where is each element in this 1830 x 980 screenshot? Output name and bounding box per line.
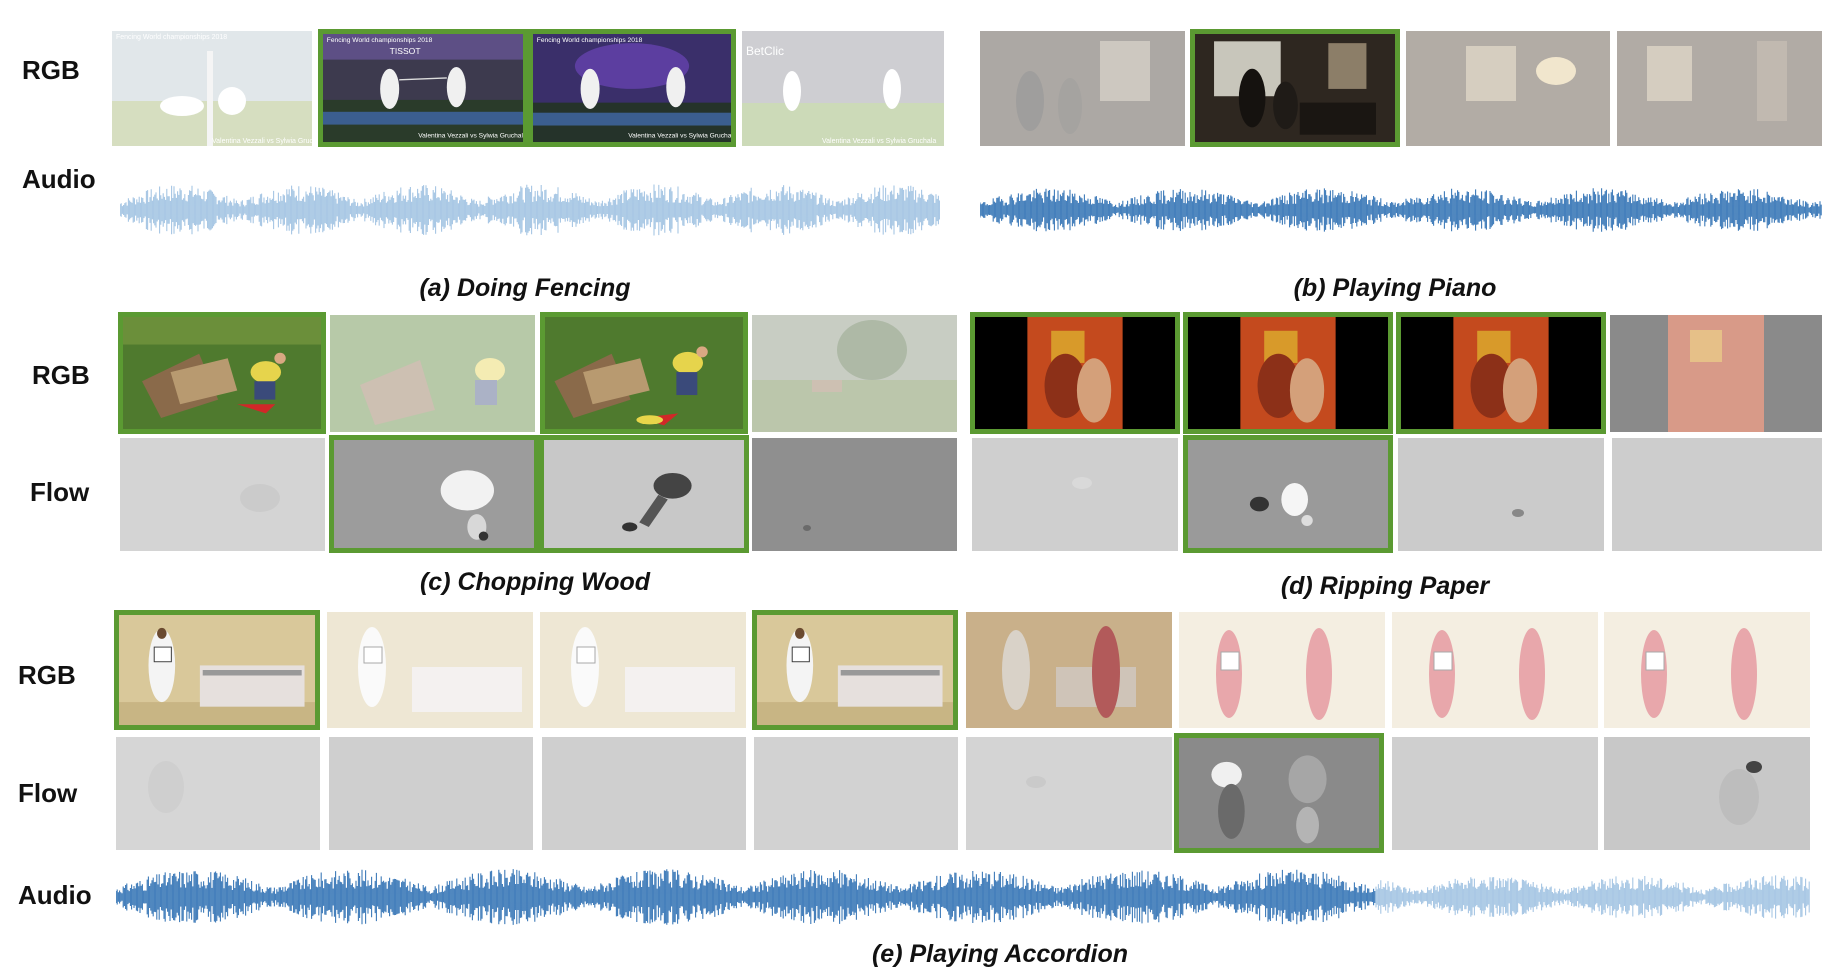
accordion-flow-frame-3 (542, 737, 746, 850)
accordion-rgb-frame-5 (966, 612, 1172, 728)
caption-b: (b) Playing Piano (1293, 274, 1497, 302)
caption-d: (d) Ripping Paper (1280, 572, 1490, 600)
accordion-rgb-frame-7 (1392, 612, 1598, 728)
paper-flow-frame-3 (1398, 438, 1604, 551)
fencing-footer-text: Valentina Vezzali vs Sylwia Gruchala (822, 138, 936, 145)
fencing-header-text: Fencing World championships 2018 (327, 37, 433, 44)
row-label-audio-a: Audio (22, 164, 96, 194)
fencing-frame-4: BetClic Valentina Vezzali vs Sylwia Gruc… (742, 31, 944, 146)
fencing-footer-text: Valentina Vezzali vs Sylwia Gruchala (418, 133, 523, 140)
paper-rgb-frame-3 (1396, 312, 1606, 434)
wood-rgb-frame-3 (540, 312, 748, 434)
piano-frame-1 (980, 31, 1185, 146)
fencing-footer-text: Valentina Vezzali vs Sylwia Gruchala (628, 133, 731, 140)
accordion-flow-frame-7 (1392, 737, 1598, 850)
fencing-header-text: Fencing World championships 2018 (537, 37, 643, 44)
accordion-rgb-frame-6 (1179, 612, 1385, 728)
row-label-rgb-e: RGB (18, 660, 76, 690)
paper-rgb-frame-1 (970, 312, 1180, 434)
fencing-frame-1: Fencing World championships 2018 Valenti… (112, 31, 312, 146)
accordion-rgb-frame-4 (752, 610, 958, 730)
wood-rgb-frame-4 (752, 315, 957, 432)
wood-flow-frame-4 (752, 438, 957, 551)
paper-flow-frame-2 (1183, 435, 1393, 553)
row-label-flow-c: Flow (30, 477, 90, 507)
wood-rgb-frame-1 (118, 312, 326, 434)
wood-rgb-frame-2 (330, 315, 535, 432)
accordion-flow-frame-2 (329, 737, 533, 850)
piano-frame-3 (1406, 31, 1610, 146)
audio-waveform-piano (980, 188, 1822, 232)
piano-frame-2 (1190, 29, 1400, 147)
audio-waveform-accordion (116, 869, 1810, 925)
fencing-frame-3: Fencing World championships 2018 Valenti… (528, 29, 736, 147)
wood-flow-frame-1 (120, 438, 325, 551)
accordion-flow-frame-1 (116, 737, 320, 850)
fencing-brand-text: TISSOT (390, 46, 421, 56)
paper-rgb-frame-2 (1183, 312, 1393, 434)
paper-rgb-frame-4 (1610, 315, 1822, 432)
accordion-flow-frame-5 (966, 737, 1172, 850)
fencing-footer-text: Valentina Vezzali vs Sylwia Gruchala (212, 138, 312, 145)
caption-e: (e) Playing Accordion (871, 940, 1129, 968)
wood-flow-frame-3 (539, 435, 749, 553)
row-label-rgb-a: RGB (22, 55, 80, 85)
caption-a: (a) Doing Fencing (419, 274, 631, 302)
row-label-audio-e: Audio (18, 880, 92, 910)
wood-flow-frame-2 (329, 435, 539, 553)
caption-c: (c) Chopping Wood (419, 568, 651, 596)
fencing-brand-text: BetClic (746, 44, 784, 58)
accordion-flow-frame-8 (1604, 737, 1810, 850)
accordion-flow-frame-6 (1174, 733, 1384, 853)
fencing-header-text: Fencing World championships 2018 (116, 34, 227, 41)
fencing-frame-2: Fencing World championships 2018 TISSOT … (318, 29, 528, 147)
accordion-flow-frame-4 (754, 737, 958, 850)
paper-flow-frame-1 (972, 438, 1178, 551)
accordion-rgb-frame-1 (114, 610, 320, 730)
row-label-flow-e: Flow (18, 778, 78, 808)
audio-waveform-fencing (120, 184, 940, 236)
row-label-rgb-c: RGB (32, 360, 90, 390)
accordion-rgb-frame-3 (540, 612, 746, 728)
accordion-rgb-frame-8 (1604, 612, 1810, 728)
piano-frame-4 (1617, 31, 1822, 146)
accordion-rgb-frame-2 (327, 612, 533, 728)
paper-flow-frame-4 (1612, 438, 1822, 551)
